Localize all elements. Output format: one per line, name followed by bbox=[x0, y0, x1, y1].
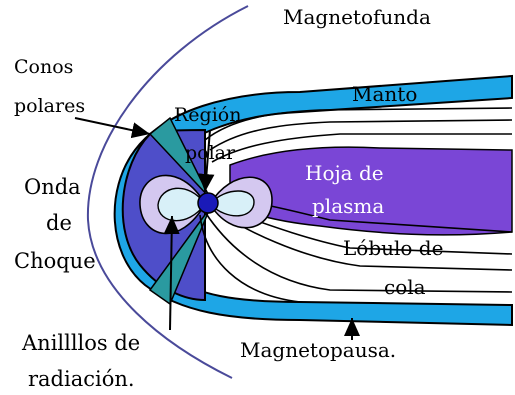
label-region-polar-line1: Región bbox=[174, 104, 241, 126]
label-magnetofunda: Magnetofunda bbox=[283, 5, 431, 29]
label-onda-de-choque-line3: Choque bbox=[14, 249, 96, 273]
label-magnetopausa: Magnetopausa. bbox=[240, 338, 396, 362]
label-onda-de-choque-line1: Onda bbox=[24, 175, 81, 199]
label-lobulo-de-cola-line1: Lóbulo de bbox=[343, 236, 443, 260]
label-conos-polares-line2: polares bbox=[14, 95, 85, 117]
label-onda-de-choque-line2: de bbox=[46, 211, 72, 235]
label-anillos-de-radiacion-line1: Anillllos de bbox=[21, 331, 140, 355]
label-hoja-de-plasma-line1: Hoja de bbox=[305, 161, 384, 185]
label-region-polar-line2: polar bbox=[185, 142, 236, 164]
label-conos-polares-line1: Conos bbox=[14, 56, 73, 78]
label-anillos-de-radiacion-line2: radiación. bbox=[28, 367, 135, 391]
label-hoja-de-plasma-line2: plasma bbox=[312, 194, 384, 218]
earth bbox=[198, 193, 218, 213]
label-lobulo-de-cola-line2: cola bbox=[384, 275, 426, 299]
label-manto: Manto bbox=[352, 82, 417, 106]
